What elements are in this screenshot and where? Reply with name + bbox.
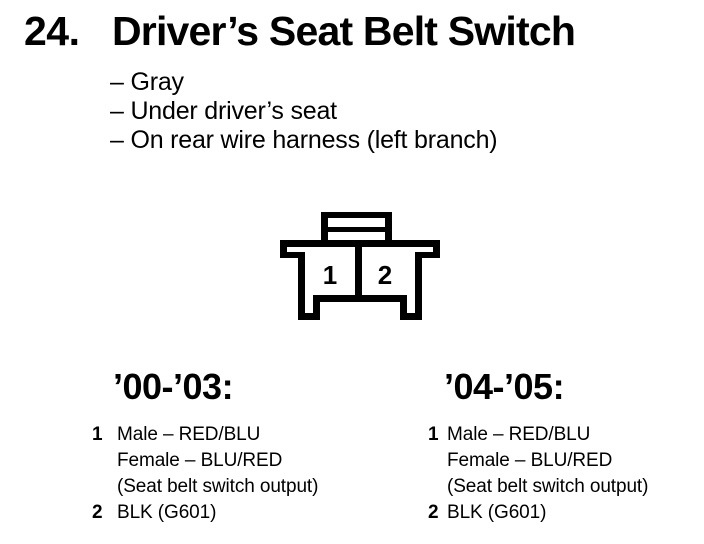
- connector-housing-outline: [280, 240, 440, 320]
- pinout-list-04-05: 1 Male – RED/BLU Female – BLU/RED (Seat …: [428, 422, 648, 526]
- pinout-heading-04-05: ’04-’05:: [444, 366, 565, 407]
- wire-line: (Seat belt switch output): [447, 476, 649, 497]
- wire-line: Female – BLU/RED: [117, 450, 283, 471]
- bullet-connector-color: – Gray: [110, 68, 184, 96]
- connector-latch-icon: [321, 212, 392, 240]
- connector-diagram: 1 2: [280, 212, 440, 320]
- pin-wires: Male – RED/BLU Female – BLU/RED (Seat be…: [447, 422, 648, 500]
- wire-line: Female – BLU/RED: [447, 450, 613, 471]
- pin-row-1: 1 Male – RED/BLU Female – BLU/RED (Seat …: [92, 422, 318, 500]
- cavity-2-label: 2: [378, 260, 392, 290]
- bullet-connector-harness: – On rear wire harness (left branch): [110, 126, 498, 154]
- pin-wires: BLK (G601): [447, 500, 546, 526]
- wire-line: BLK (G601): [117, 502, 217, 523]
- page-title: Driver’s Seat Belt Switch: [112, 8, 576, 54]
- item-number: 24.: [24, 8, 80, 54]
- bullet-connector-location: – Under driver’s seat: [110, 97, 337, 125]
- pin-wires: Male – RED/BLU Female – BLU/RED (Seat be…: [117, 422, 318, 500]
- pinout-list-00-03: 1 Male – RED/BLU Female – BLU/RED (Seat …: [92, 422, 318, 526]
- wire-line: BLK (G601): [447, 502, 547, 523]
- wire-line: (Seat belt switch output): [117, 476, 319, 497]
- pin-number: 2: [428, 502, 439, 523]
- pin-number: 1: [92, 424, 103, 445]
- pin-row-2: 2 BLK (G601): [428, 500, 648, 526]
- connector-details-list: – Gray – Under driver’s seat – On rear w…: [110, 68, 498, 155]
- wire-line: Male – RED/BLU: [447, 424, 591, 445]
- pin-row-2: 2 BLK (G601): [92, 500, 318, 526]
- wire-line: Male – RED/BLU: [117, 424, 261, 445]
- pin-wires: BLK (G601): [117, 500, 216, 526]
- cavity-1-label: 1: [323, 260, 337, 290]
- pinout-heading-00-03: ’00-’03:: [113, 366, 234, 407]
- pin-number: 1: [428, 424, 439, 445]
- pin-row-1: 1 Male – RED/BLU Female – BLU/RED (Seat …: [428, 422, 648, 500]
- pin-number: 2: [92, 502, 103, 523]
